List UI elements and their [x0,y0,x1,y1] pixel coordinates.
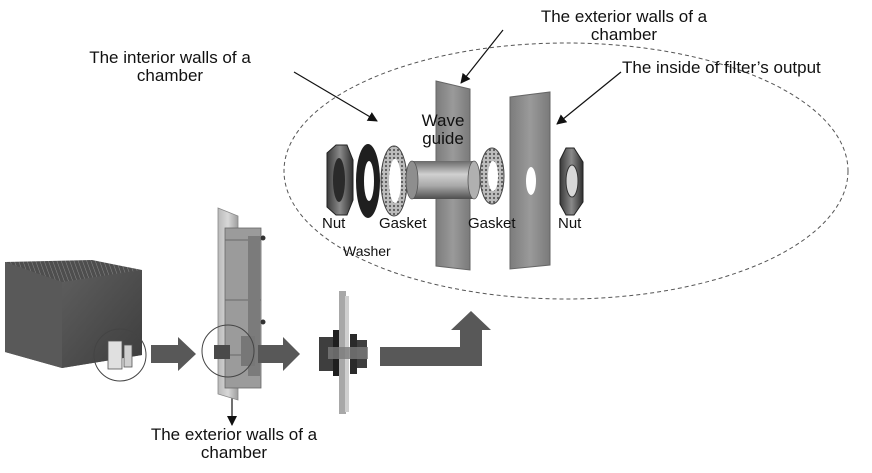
zoom-circle-filter [93,328,147,382]
zoom-callout-ellipse [283,42,849,300]
label-interior-walls: The interior walls of a chamber [72,49,268,85]
label-exterior-walls-bottom-line1: The exterior walls of a [150,425,318,444]
label-interior-walls-line2: chamber [136,65,204,85]
label-wave-guide-line2: guide [422,128,464,148]
filter-output-plate [509,91,551,270]
label-gasket-right: Gasket [468,215,516,232]
label-wave-guide: Wave guide [412,112,474,148]
pointer-interior-walls [293,71,378,122]
label-inside-filter-output: The inside of filter’s output [622,58,821,77]
flow-arrow-bent [380,311,491,366]
flow-arrow-1 [151,337,196,371]
assembled-parts-view [319,291,368,414]
wave-guide-part [405,160,481,200]
washer-part [356,144,380,218]
nut-left-part [326,144,354,216]
label-nut-left: Nut [322,215,346,232]
label-gasket-left: Gasket [379,215,427,232]
filter-box [5,260,142,370]
pointer-filter-output [556,71,622,125]
label-exterior-walls-top-line1: The exterior walls of a [540,7,708,26]
label-interior-walls-line1: The interior walls of a [89,48,251,67]
label-nut-right: Nut [558,215,582,232]
gasket-left-part [380,145,408,217]
flow-arrow-2 [258,337,300,371]
pointer-exterior-walls-top [460,29,504,84]
label-wave-guide-line1: Wave [421,111,465,130]
label-exterior-walls-bottom-line2: chamber [200,442,268,462]
chamber-wall-column [214,207,266,401]
label-washer: Washer [343,243,391,259]
zoom-circle-column [201,324,255,378]
label-exterior-walls-bottom: The exterior walls of a chamber [136,426,332,462]
label-exterior-walls-top: The exterior walls of a chamber [526,8,722,44]
label-exterior-walls-top-line2: chamber [590,24,658,44]
nut-right-part [559,147,584,216]
gasket-right-part [479,147,505,205]
